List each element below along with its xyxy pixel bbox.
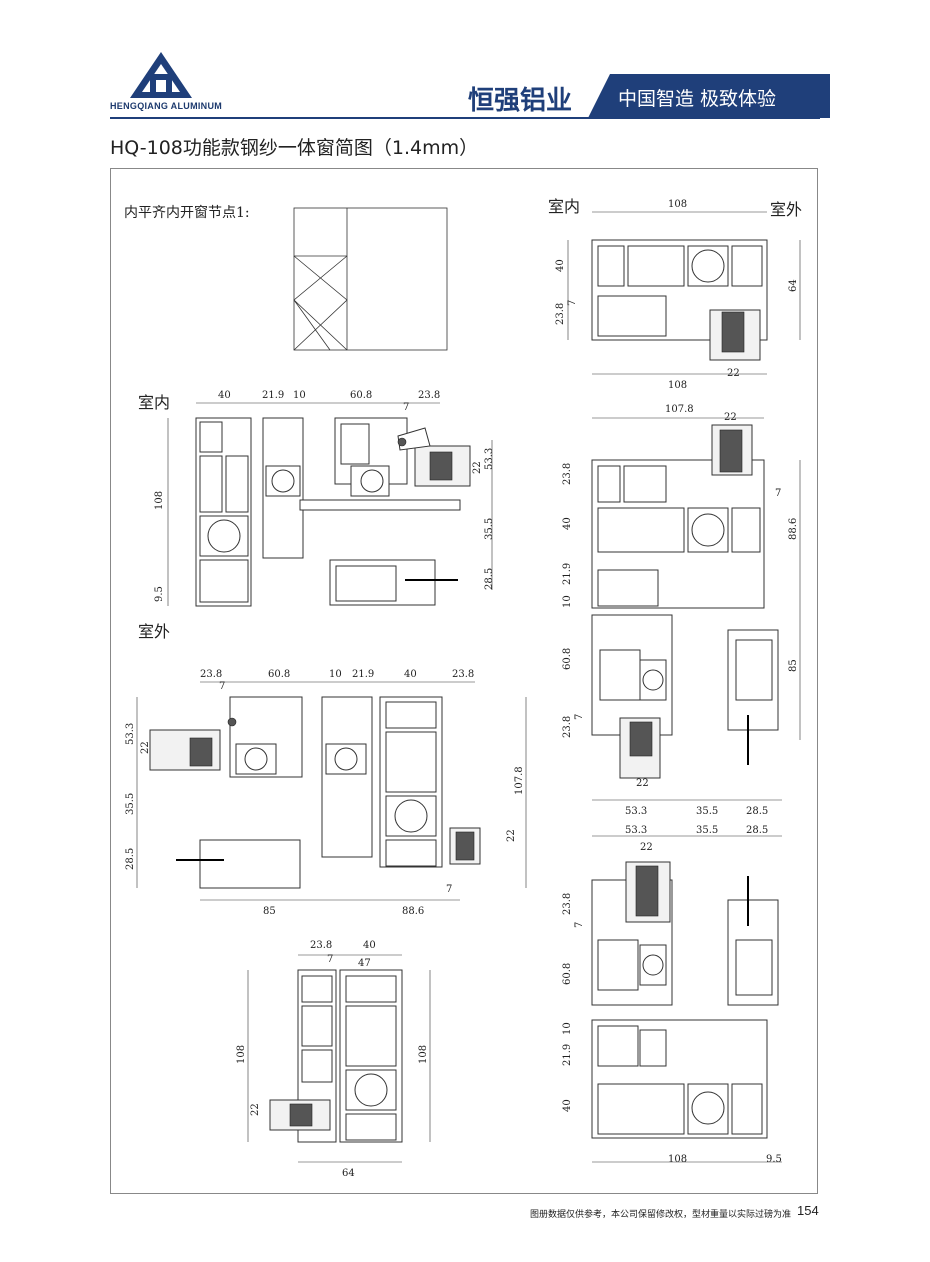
dim-f-60-8: 60.8 (562, 963, 573, 985)
section-d (567, 211, 801, 375)
header-rule (110, 117, 820, 119)
dim-e-88-6: 88.6 (788, 518, 799, 540)
dim-b-21-9: 21.9 (352, 669, 374, 680)
dim-b-7: 7 (219, 681, 225, 692)
dim-c-108-left: 108 (236, 1045, 247, 1064)
dim-f-53-3: 53.3 (625, 825, 647, 836)
dim-b-7-bottom: 7 (446, 884, 452, 895)
dim-e-21-9: 21.9 (562, 563, 573, 585)
dim-f-23-8: 23.8 (562, 893, 573, 915)
dim-e-35-5: 35.5 (696, 806, 718, 817)
dim-a-60-8: 60.8 (350, 390, 372, 401)
dim-a-53-3: 53.3 (484, 448, 495, 470)
dim-e-85: 85 (788, 659, 799, 672)
section-a (167, 402, 493, 607)
dim-c-23-8: 23.8 (310, 940, 332, 951)
dim-c-108-right: 108 (418, 1045, 429, 1064)
slogan-text: 中国智造 极致体验 (618, 88, 777, 110)
dim-f-10: 10 (562, 1022, 573, 1035)
dim-a-35-5: 35.5 (484, 518, 495, 540)
page-title: HQ-108功能款钢纱一体窗简图（1.4mm） (110, 137, 479, 159)
dim-b-85: 85 (263, 906, 276, 917)
dim-c-47: 47 (358, 958, 371, 969)
dim-d-108-bottom: 108 (668, 380, 687, 391)
brand-name: 恒强铝业 (468, 86, 573, 116)
dim-e-22-bottom: 22 (636, 778, 649, 789)
dim-d-108-top: 108 (668, 199, 687, 210)
footer-note: 图册数据仅供参考，本公司保留修改权，型材重量以实际过磅为准 (530, 1210, 792, 1220)
dim-e-28-5: 28.5 (746, 806, 768, 817)
dim-a-22: 22 (472, 461, 483, 474)
dim-b-22-right: 22 (506, 829, 517, 842)
logo-text: HENGQIANG ALUMINUM (110, 101, 223, 111)
dim-a-108: 108 (154, 491, 165, 510)
dim-d-40: 40 (555, 259, 566, 272)
dim-c-22: 22 (250, 1103, 261, 1116)
dim-f-35-5: 35.5 (696, 825, 718, 836)
section-f (591, 835, 782, 1163)
dim-e-40: 40 (562, 517, 573, 530)
dim-e-7: 7 (574, 714, 585, 720)
section-b (136, 681, 527, 901)
dim-a-10: 10 (293, 390, 306, 401)
dim-d-7: 7 (567, 300, 578, 306)
dim-b-40: 40 (404, 669, 417, 680)
page-header: HENGQIANG ALUMINUM 恒强铝业 中国智造 极致体验 (0, 0, 930, 125)
dim-e-60-8: 60.8 (562, 648, 573, 670)
dim-f-40: 40 (562, 1099, 573, 1112)
dim-f-7: 7 (574, 922, 585, 928)
dim-b-60-8: 60.8 (268, 669, 290, 680)
dim-b-107-8: 107.8 (514, 766, 525, 795)
drawing-frame (110, 168, 818, 1194)
dim-a-21-9: 21.9 (262, 390, 284, 401)
dim-c-64: 64 (342, 1168, 355, 1179)
dim-f-9-5: 9.5 (766, 1154, 782, 1165)
dim-e-23-8b: 23.8 (562, 716, 573, 738)
section-c (247, 954, 431, 1163)
dim-a-23-8: 23.8 (418, 390, 440, 401)
dim-b-23-8: 23.8 (200, 669, 222, 680)
company-logo-icon (130, 52, 192, 98)
dim-c-40: 40 (363, 940, 376, 951)
dim-f-108: 108 (668, 1154, 687, 1165)
outdoor-label-left: 室外 (138, 622, 171, 641)
dim-e-23-8: 23.8 (562, 463, 573, 485)
dim-a-7: 7 (403, 402, 409, 413)
dim-f-28-5: 28.5 (746, 825, 768, 836)
dim-d-22: 22 (727, 368, 740, 379)
window-elevation (293, 207, 448, 351)
dim-b-10: 10 (329, 669, 342, 680)
dim-b-53-3: 53.3 (125, 723, 136, 745)
dim-a-28-5: 28.5 (484, 568, 495, 590)
dim-f-22: 22 (640, 842, 653, 853)
slogan-banner (588, 74, 830, 118)
indoor-label-left: 室内 (138, 393, 171, 412)
dim-e-7-right: 7 (775, 488, 781, 499)
dim-b-35-5: 35.5 (125, 793, 136, 815)
dim-e-10: 10 (562, 595, 573, 608)
dim-b-88-6: 88.6 (402, 906, 424, 917)
dim-b-28-5: 28.5 (125, 848, 136, 870)
outdoor-label-right: 室外 (770, 200, 803, 219)
dim-b-23-8b: 23.8 (452, 669, 474, 680)
dim-a-40: 40 (218, 390, 231, 401)
indoor-label-right: 室内 (548, 197, 581, 216)
dim-e-53-3: 53.3 (625, 806, 647, 817)
dim-d-23-8: 23.8 (555, 303, 566, 325)
node1-label: 内平齐内开窗节点1: (124, 205, 250, 221)
dim-b-22: 22 (140, 741, 151, 754)
dim-a-9-5: 9.5 (154, 586, 165, 602)
dim-f-21-9: 21.9 (562, 1044, 573, 1066)
dim-e-107-8: 107.8 (665, 404, 694, 415)
dim-c-7: 7 (327, 954, 333, 965)
dim-e-22-top: 22 (724, 412, 737, 423)
dim-d-64: 64 (788, 279, 799, 292)
section-e (591, 417, 801, 801)
page-number: 154 (797, 1203, 819, 1218)
